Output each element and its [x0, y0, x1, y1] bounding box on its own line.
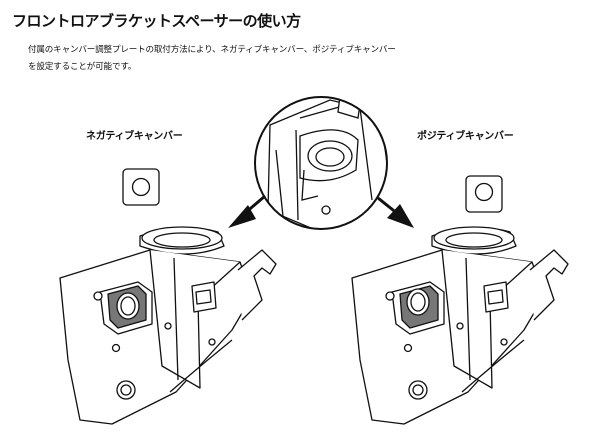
detail-magnifier — [254, 96, 388, 230]
negative-plate-icon — [122, 168, 160, 206]
negative-camber-label: ネガティブキャンバー — [86, 131, 183, 142]
description-line-2: を設定することが可能です。 — [28, 62, 137, 72]
description-line-1: 付属のキャンバー調整プレートの取付方法により、ネガティブキャンバー、ポジティブキ… — [28, 45, 396, 55]
description: 付属のキャンバー調整プレートの取付方法により、ネガティブキャンバー、ポジティブキ… — [28, 42, 568, 76]
negative-bracket-illustration — [59, 226, 277, 425]
page-title: フロントロアブラケットスペーサーの使い方 — [12, 12, 301, 30]
arrow-to-positive — [377, 196, 414, 228]
arrow-to-negative — [228, 194, 266, 228]
positive-camber-label: ポジティブキャンバー — [417, 131, 514, 142]
positive-bracket-illustration — [351, 226, 569, 425]
positive-plate-icon — [465, 175, 503, 213]
